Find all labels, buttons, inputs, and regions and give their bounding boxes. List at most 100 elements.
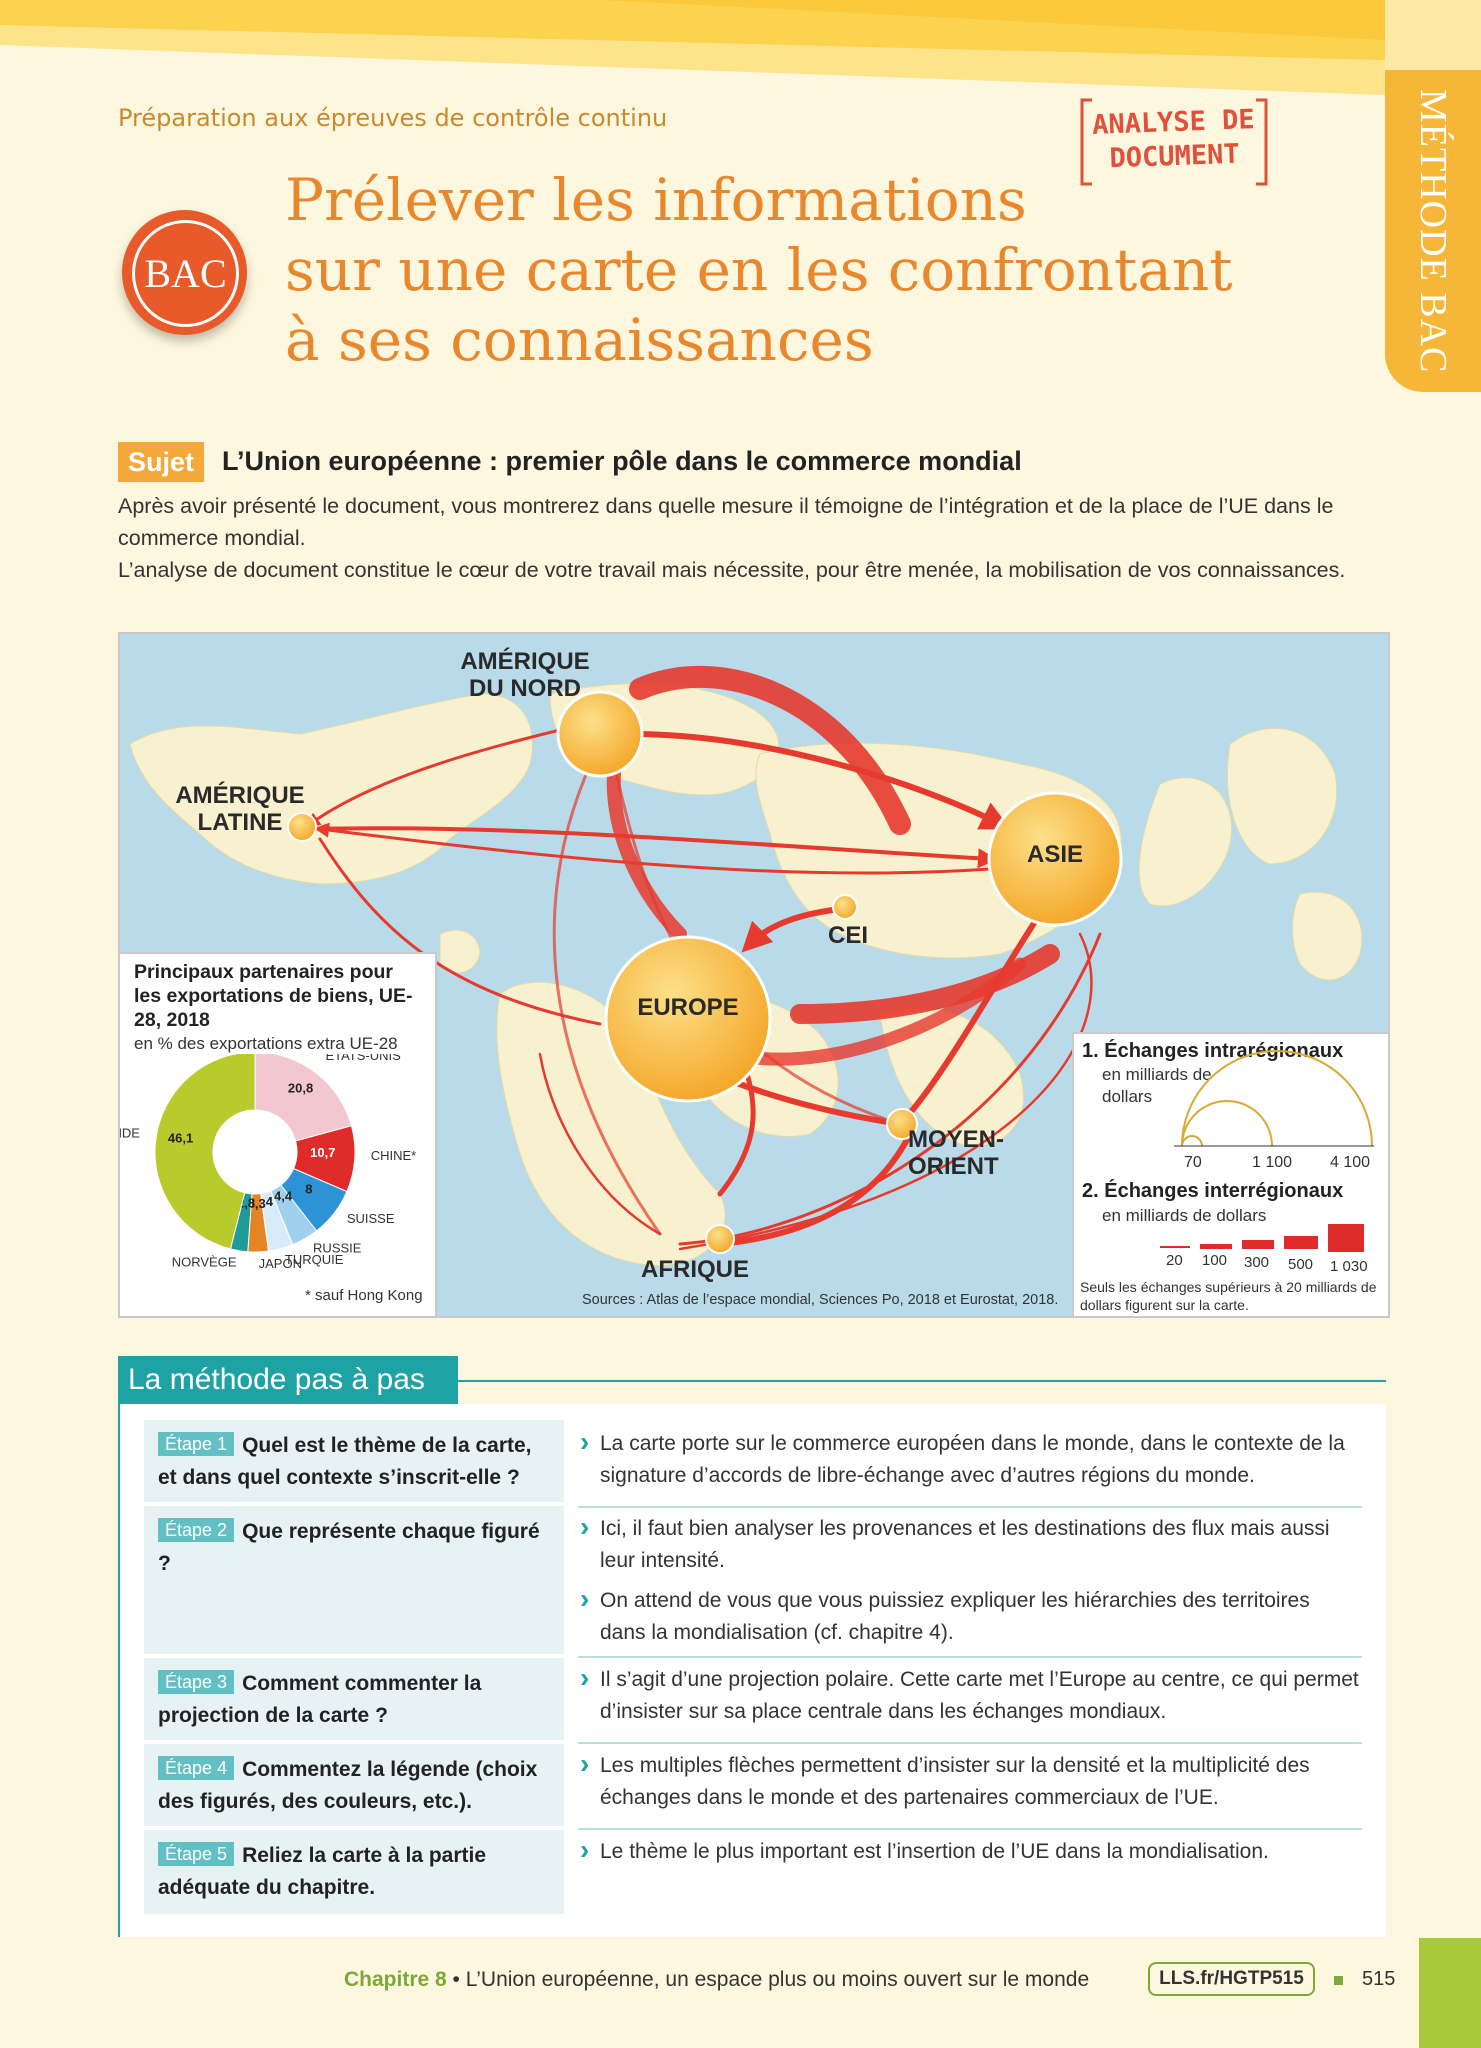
pie-subtitle: en % des exportations extra UE-28 xyxy=(134,1034,398,1053)
poles xyxy=(287,690,1123,1254)
pie-value-3: 4,4 xyxy=(274,1188,293,1203)
method-vline xyxy=(118,1404,120,1937)
pie-label-7: RESTE DU MONDE xyxy=(120,1126,140,1141)
region-amerique-nord: AMÉRIQUE DU NORD xyxy=(460,648,590,702)
step-separator xyxy=(578,1506,1362,1508)
step-2-answer-2: On attend de vous que vous puissiez expl… xyxy=(578,1583,1360,1649)
legend-box: 1. Échanges intrarégionaux en milliards … xyxy=(1072,1032,1388,1316)
region-amerique-latine: AMÉRIQUE LATINE xyxy=(175,782,305,836)
pie-chart-box: Principaux partenaires pour les exportat… xyxy=(120,952,437,1316)
map-source: Sources : Atlas de l’espace mondial, Sci… xyxy=(582,1292,1059,1308)
title-line-2: sur une carte en les confrontant xyxy=(285,236,1233,304)
pie-value-5: 3,3 xyxy=(248,1196,266,1211)
sujet-paragraph-1: Après avoir présenté le document, vous m… xyxy=(118,494,1334,550)
step-3-tag: Étape 3 xyxy=(158,1670,235,1694)
method-title: La méthode pas à pas xyxy=(118,1356,458,1404)
title-line-1: Prélever les informations xyxy=(285,166,1027,234)
legend-inter-value-2: 100 xyxy=(1202,1252,1228,1269)
legend-intra-unit: en milliards de dollars xyxy=(1102,1065,1212,1106)
sujet-title: L’Union européenne : premier pôle dans l… xyxy=(222,446,1022,476)
region-moyen-orient: MOYEN-ORIENT xyxy=(908,1126,1004,1180)
side-tab-label: MÉTHODE BAC xyxy=(1412,88,1454,374)
step-1-tag: Étape 1 xyxy=(158,1432,235,1456)
legend-arcs xyxy=(1174,1050,1374,1147)
legend-inter-value-1: 20 xyxy=(1166,1252,1183,1269)
side-tab xyxy=(1385,70,1481,392)
step-2-tag: Étape 2 xyxy=(158,1518,235,1542)
step-4-question-text: Commentez la légende (choix des figurés,… xyxy=(158,1758,538,1813)
pie-value-2: 8 xyxy=(305,1182,312,1197)
legend-inter-title: 2. Échanges interrégionaux xyxy=(1082,1180,1344,1202)
legend-bar-100 xyxy=(1200,1244,1232,1249)
step-5-tag: Étape 5 xyxy=(158,1842,235,1866)
legend-intra-title: 1. Échanges intrarégionaux xyxy=(1082,1040,1344,1062)
step-1-answer-1: La carte porte sur le commerce européen … xyxy=(578,1426,1360,1492)
sujet-paragraph-2: L’analyse de document constitue le cœur … xyxy=(118,558,1346,582)
step-2-answer-1: Ici, il faut bien analyser les provenanc… xyxy=(578,1511,1360,1577)
map-graphic xyxy=(129,666,1363,1266)
sujet-tag: Sujet xyxy=(118,442,204,482)
badge-brackets xyxy=(1080,98,1268,186)
step-5-answer-1: Le thème le plus important est l’inserti… xyxy=(578,1834,1360,1868)
header-banner xyxy=(0,0,1385,165)
prep-label: Préparation aux épreuves de contrôle con… xyxy=(118,104,668,132)
region-afrique: AFRIQUE xyxy=(641,1256,749,1283)
step-5-answer: Le thème le plus important est l’inserti… xyxy=(578,1834,1360,1876)
pie-title: Principaux partenaires pour les exportat… xyxy=(134,961,413,1031)
step-separator xyxy=(578,1828,1362,1830)
pie-value-0: 20,8 xyxy=(288,1080,313,1095)
step-3-question-text: Comment commenter la projection de la ca… xyxy=(158,1672,482,1727)
footer-square xyxy=(1334,1976,1343,1985)
footer-chapter-title: • L’Union européenne, un espace plus ou … xyxy=(446,1968,1090,1991)
step-2-answer: Ici, il faut bien analyser les provenanc… xyxy=(578,1511,1360,1657)
pie-label-2: SUISSE xyxy=(347,1211,395,1226)
pie-label-3: RUSSIE xyxy=(313,1240,362,1255)
step-4-answer-1: Les multiples flèches permettent d’insis… xyxy=(578,1748,1360,1814)
title-line-3: à ses connaissances xyxy=(285,306,874,374)
pie-label-5: JAPON xyxy=(259,1256,302,1271)
step-2-question-text: Que représente chaque figuré ? xyxy=(158,1520,540,1575)
legend-bar-500 xyxy=(1284,1236,1318,1249)
step-separator xyxy=(578,1656,1362,1658)
legend-inter-unit: en milliards de dollars xyxy=(1102,1206,1267,1225)
corner-tab xyxy=(1419,1938,1481,2048)
pie-value-7: 46,1 xyxy=(168,1131,193,1146)
footer-text: Chapitre 8 • L’Union européenne, un espa… xyxy=(344,1968,1089,1992)
step-4-answer: Les multiples flèches permettent d’insis… xyxy=(578,1748,1360,1822)
legend-inter-value-4: 500 xyxy=(1288,1256,1314,1273)
pie-hole xyxy=(213,1110,297,1194)
step-separator xyxy=(578,1742,1362,1744)
pie-label-0: ÉTATS-UNIS xyxy=(325,1054,401,1063)
trade-map: AMÉRIQUE DU NORD AMÉRIQUE LATINE ASIE CE… xyxy=(118,632,1390,1318)
footer-link[interactable]: LLS.fr/HGTP515 xyxy=(1148,1962,1315,1996)
side-tab-top xyxy=(1385,0,1481,70)
legend-inter-value-5: 1 030 xyxy=(1330,1258,1368,1275)
badge-line1: ANALYSE DE xyxy=(1091,104,1256,141)
bac-label: BAC xyxy=(132,220,239,327)
pie-footnote: * sauf Hong Kong xyxy=(305,1287,423,1304)
legend-intra-value-2: 1 100 xyxy=(1252,1154,1293,1171)
sujet-text: Après avoir présenté le document, vous m… xyxy=(118,490,1393,586)
method-line xyxy=(118,1380,1386,1382)
legend-bar-1030 xyxy=(1328,1224,1364,1252)
legend-bar-20 xyxy=(1160,1246,1190,1248)
step-4-tag: Étape 4 xyxy=(158,1756,235,1780)
pie-label-6: NORVÈGE xyxy=(172,1255,237,1270)
step-1-question-text: Quel est le thème de la carte, et dans q… xyxy=(158,1434,532,1489)
legend-intra-value-1: 70 xyxy=(1184,1154,1202,1171)
legend-intra-value-3: 4 100 xyxy=(1330,1154,1371,1171)
legend-bar-300 xyxy=(1242,1240,1274,1249)
region-cei: CEI xyxy=(828,922,869,949)
step-5-question-text: Reliez la carte à la partie adéquate du … xyxy=(158,1844,487,1899)
side-tab-label-wrap: MÉTHODE BAC xyxy=(1385,70,1481,392)
pie-value-4: 4 xyxy=(266,1194,274,1209)
page-title: Prélever les informations sur une carte … xyxy=(285,165,1285,375)
step-1-answer: La carte porte sur le commerce européen … xyxy=(578,1426,1360,1500)
region-asie: ASIE xyxy=(1026,841,1083,868)
